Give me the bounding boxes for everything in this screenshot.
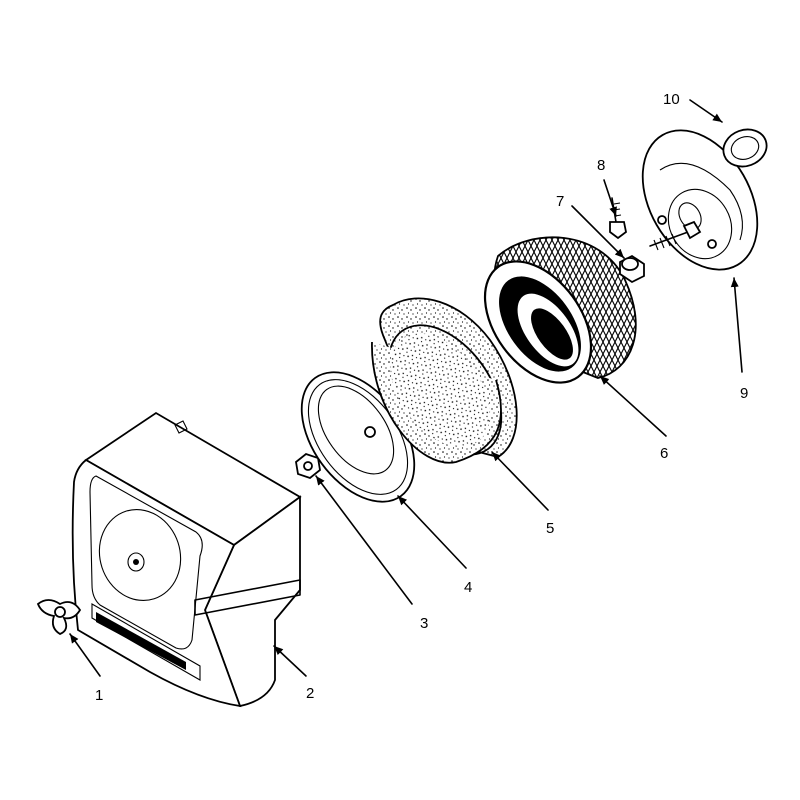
spacer-bushing	[619, 254, 645, 284]
callout-1: 1	[95, 687, 103, 704]
callout-6: 6	[660, 445, 668, 462]
leader-lines	[69, 99, 743, 677]
callout-2: 2	[306, 685, 314, 702]
callout-8: 8	[597, 157, 605, 174]
hex-nut	[295, 452, 321, 480]
callout-7: 7	[556, 193, 564, 210]
air-cleaner-cover	[71, 411, 302, 708]
wing-nut	[36, 599, 82, 636]
callout-3: 3	[420, 615, 428, 632]
callout-4: 4	[464, 579, 472, 596]
base-plate	[641, 129, 759, 271]
callout-labels: 1 2 3 4 5 6 7 8 9 10	[95, 91, 748, 704]
callout-5: 5	[546, 520, 554, 537]
callout-9: 9	[740, 385, 748, 402]
callout-10: 10	[663, 91, 680, 108]
gasket	[722, 128, 768, 168]
foam-precleaner	[371, 297, 518, 464]
filter-element	[483, 236, 637, 384]
